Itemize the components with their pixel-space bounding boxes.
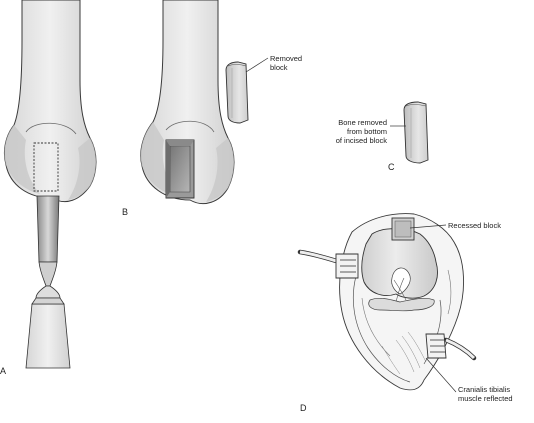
cranialis-label-line1: Cranialis tibialis [458,385,510,394]
panel-a-letter: A [0,366,6,376]
stifle-joint [361,217,438,312]
removed-block-label-line1: Removed [270,54,302,63]
panel-a-bone [3,0,97,202]
cranialis-leader [425,357,457,393]
panel-c-letter: C [388,162,395,172]
retractor-left [297,249,359,279]
retractor-right [425,333,477,361]
panel-b-bone [140,0,235,204]
removed-block-label-line2: block [270,63,288,72]
recessed-block-leader [409,224,447,229]
panel-d-letter: D [300,403,307,413]
chisel [25,195,71,369]
recess-cavity [165,139,195,199]
removed-block-leader [245,57,269,73]
bone-removed-label-line2: from bottom [347,127,387,136]
removed-block [225,61,249,124]
panel-b-letter: B [122,207,128,217]
bone-removed-label-line1: Bone removed [338,118,387,127]
bone-removed-label-line3: of incised block [336,136,388,145]
incised-block [403,101,429,164]
recessed-block-label: Recessed block [448,221,501,230]
cranialis-label-line2: muscle reflected [458,394,513,403]
